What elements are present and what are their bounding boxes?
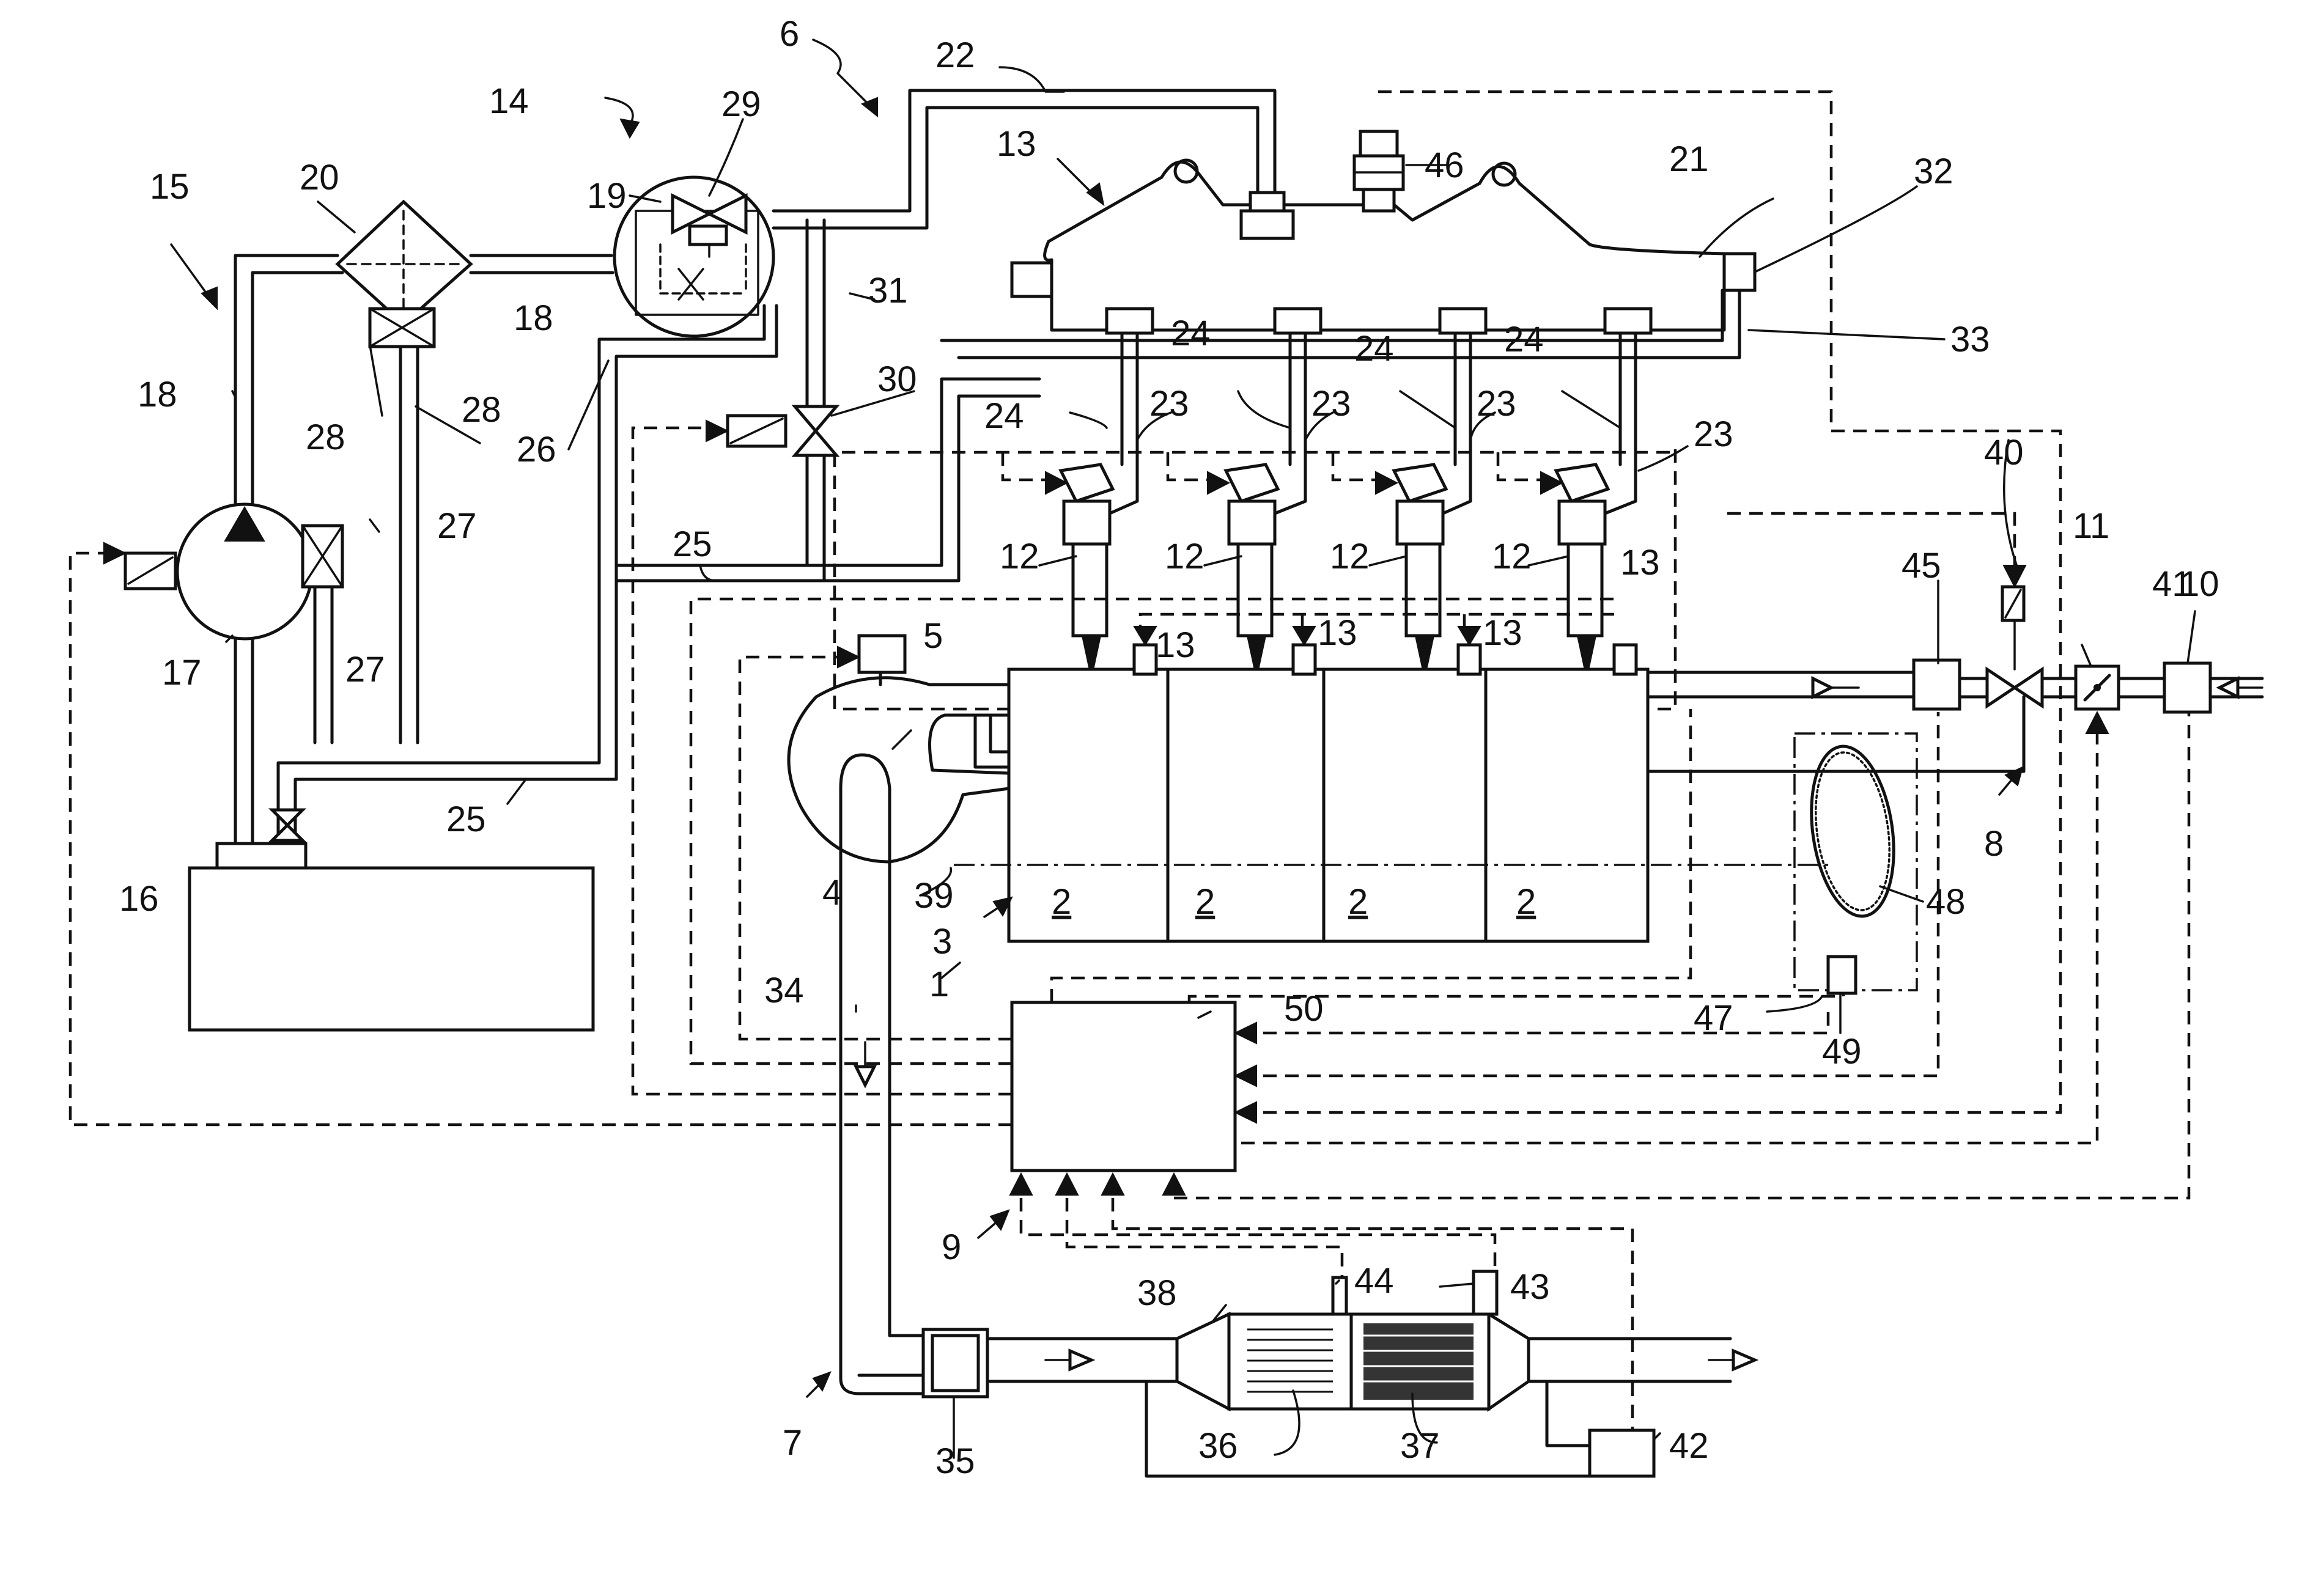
label-39: 39 — [914, 876, 954, 916]
label-36: 36 — [1198, 1426, 1238, 1466]
label-7: 7 — [783, 1423, 802, 1463]
label-23c: 23 — [1477, 384, 1516, 424]
catalyst-elements — [1247, 1323, 1474, 1400]
label-30: 30 — [877, 359, 917, 399]
label-46: 46 — [1425, 145, 1464, 185]
reference-labels: 1 2 2 2 2 3 4 5 6 7 8 9 10 11 12 12 12 1… — [119, 14, 2219, 1481]
label-24c: 24 — [1354, 329, 1394, 369]
exhaust-sensors — [1145, 1270, 1656, 1478]
label-22: 22 — [935, 35, 975, 75]
label-32: 32 — [1914, 152, 1953, 191]
control-unit — [1010, 1001, 1237, 1172]
label-12a: 12 — [1000, 537, 1039, 576]
label-44: 44 — [1354, 1261, 1394, 1301]
label-21: 21 — [1669, 139, 1709, 179]
label-50: 50 — [1284, 989, 1324, 1029]
label-18b: 18 — [514, 298, 553, 338]
label-40: 40 — [1984, 433, 2024, 472]
label-49: 49 — [1822, 1032, 1862, 1072]
label-25b: 25 — [446, 800, 486, 839]
label-38: 38 — [1137, 1273, 1177, 1313]
label-24d: 24 — [1504, 320, 1544, 359]
label-12c: 12 — [1330, 537, 1370, 576]
label-13b: 13 — [1318, 613, 1357, 653]
label-23d: 23 — [1694, 414, 1733, 454]
label-23a: 23 — [1149, 384, 1189, 424]
label-15: 15 — [150, 167, 190, 207]
label-11: 11 — [2073, 506, 2109, 546]
label-13c: 13 — [1483, 613, 1522, 653]
label-1: 1 — [929, 965, 949, 1004]
injector-2 — [1223, 307, 1322, 679]
pressure-regulator-line — [726, 218, 840, 583]
label-6: 6 — [780, 14, 799, 54]
label-25a: 25 — [673, 524, 712, 564]
label-13a: 13 — [1156, 625, 1195, 665]
label-17: 17 — [162, 653, 202, 693]
fuel-tank — [188, 842, 595, 1032]
label-2d: 2 — [1516, 882, 1536, 922]
label-16: 16 — [119, 879, 159, 919]
label-24b: 24 — [1171, 314, 1211, 353]
label-2a: 2 — [1052, 882, 1071, 922]
delivery-line — [772, 89, 1277, 230]
label-42: 42 — [1669, 1426, 1709, 1466]
label-33: 33 — [1950, 320, 1990, 359]
label-8: 8 — [1984, 824, 2004, 864]
label-45: 45 — [1902, 546, 1941, 586]
label-24a: 24 — [984, 396, 1024, 436]
label-19: 19 — [587, 176, 627, 216]
label-13: 13 — [997, 124, 1036, 164]
label-2c: 2 — [1348, 882, 1368, 922]
fuel-pump — [124, 502, 344, 641]
label-4: 4 — [822, 873, 842, 913]
intake-pipe — [1646, 585, 2264, 773]
label-9: 9 — [942, 1227, 961, 1267]
injector-1 — [1058, 307, 1154, 679]
injector-3 — [1392, 307, 1488, 679]
label-20: 20 — [300, 158, 339, 197]
label-35: 35 — [935, 1441, 975, 1481]
label-28a: 28 — [462, 390, 501, 430]
label-23b: 23 — [1311, 384, 1351, 424]
fuel-filter — [335, 199, 473, 348]
high-pressure-pump — [613, 175, 778, 358]
label-18a: 18 — [138, 375, 177, 414]
label-10: 10 — [2180, 564, 2219, 604]
rail-return-line — [940, 289, 1741, 359]
label-12d: 12 — [1492, 537, 1532, 576]
label-26: 26 — [517, 430, 556, 469]
label-31: 31 — [868, 271, 908, 311]
pressure-sensors — [1132, 612, 1638, 676]
label-13d: 13 — [1620, 543, 1660, 583]
label-14: 14 — [489, 81, 529, 121]
return-lines — [268, 337, 1041, 845]
label-2b: 2 — [1195, 882, 1215, 922]
label-37: 37 — [1400, 1426, 1440, 1466]
control-signal-lines — [68, 90, 2191, 1430]
label-48: 48 — [1926, 882, 1966, 922]
label-12b: 12 — [1165, 537, 1204, 576]
injector-4 — [1554, 307, 1653, 679]
label-5: 5 — [923, 616, 943, 656]
label-28b: 28 — [306, 417, 345, 457]
intake-manifold — [787, 634, 1011, 864]
injector-control-lines — [833, 449, 1677, 711]
engine-block — [954, 667, 1828, 943]
label-27a: 27 — [437, 506, 477, 546]
flywheel-assembly — [1793, 732, 1918, 995]
supply-line — [234, 254, 614, 845]
label-27b: 27 — [345, 650, 385, 689]
label-3: 3 — [932, 922, 952, 961]
leader-lines — [170, 39, 2196, 1459]
label-43: 43 — [1510, 1267, 1550, 1307]
label-34: 34 — [764, 971, 804, 1010]
common-rail — [1010, 130, 1757, 332]
label-29: 29 — [721, 84, 761, 124]
label-41: 41 — [2152, 564, 2192, 604]
label-47: 47 — [1694, 998, 1733, 1038]
